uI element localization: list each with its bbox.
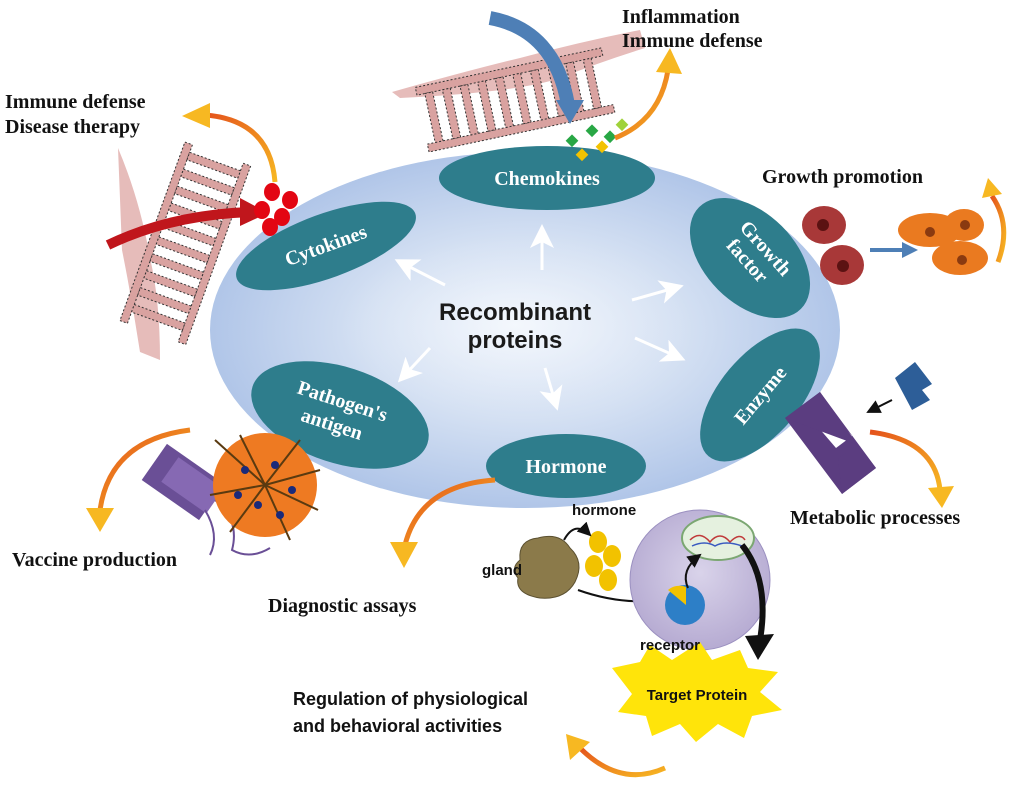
dna-top-illustration	[392, 11, 645, 162]
oval-cytokines: Cytokines	[236, 201, 416, 291]
label-growth-promotion: Growth promotion	[762, 166, 923, 188]
oval-enzyme: Enzyme	[700, 328, 820, 462]
center-title-line1: Recombinant	[439, 299, 591, 326]
oval-growth-factor: Growth factor	[689, 197, 811, 319]
label-diagnostic-assays: Diagnostic assays	[268, 595, 417, 617]
label-target-protein: Target Protein	[647, 687, 748, 704]
target-protein-starburst	[612, 642, 782, 742]
label-receptor: receptor	[640, 637, 700, 654]
arrow-chemokines-outcome	[614, 69, 671, 141]
cytokine-dots	[254, 183, 298, 236]
arrow-pathogen-outcome	[97, 427, 191, 511]
svg-text:Chemokines: Chemokines	[494, 168, 600, 190]
enzyme-illustration	[785, 362, 932, 494]
center-title-line2: proteins	[468, 327, 563, 354]
label-regulation-line1: Regulation of physiological	[293, 689, 528, 709]
arrow-hormone-outcome	[402, 477, 496, 546]
oval-hormone: Hormone	[486, 434, 646, 498]
arrow-to-pathogen	[397, 346, 432, 383]
hormone-mechanism-panel	[514, 509, 782, 742]
label-immune-defense: Immune defense	[5, 91, 146, 113]
center-arrows	[394, 224, 686, 411]
hormone-dots	[585, 531, 621, 591]
svg-text:Hormone: Hormone	[525, 456, 606, 478]
arrow-to-enzyme	[634, 336, 686, 362]
red-arrow	[105, 207, 251, 250]
arrow-to-cytokines	[394, 259, 446, 287]
label-disease-therapy: Disease therapy	[5, 116, 140, 138]
gland-shape	[514, 535, 580, 599]
pathogen-virus-illustration	[141, 433, 321, 556]
oval-pathogen-antigen: Pathogen's antigen	[251, 361, 429, 469]
blue-curved-arrow	[488, 11, 575, 107]
label-gland: gland	[482, 562, 522, 579]
growth-cells-illustration	[802, 206, 988, 285]
label-inflammation: Inflammation	[622, 6, 740, 28]
label-metabolic-processes: Metabolic processes	[790, 507, 960, 529]
arrow-to-hormone	[539, 367, 563, 411]
dna-left-illustration	[105, 141, 298, 360]
oval-chemokines: Chemokines	[439, 146, 655, 210]
arrow-cytokines-outcome	[204, 112, 278, 183]
label-hormone-small: hormone	[572, 502, 636, 519]
nucleus	[681, 515, 755, 561]
arrow-regulation	[578, 746, 667, 778]
label-vaccine-production: Vaccine production	[12, 549, 177, 571]
label-regulation-line2: and behavioral activities	[293, 716, 502, 736]
inner-glow	[340, 237, 690, 413]
arrow-growth-outcome	[989, 194, 1007, 263]
arrow-enzyme-outcome	[869, 429, 943, 491]
arrow-to-growth	[631, 280, 684, 304]
label-inflammation-immune: Immune defense	[622, 30, 763, 52]
